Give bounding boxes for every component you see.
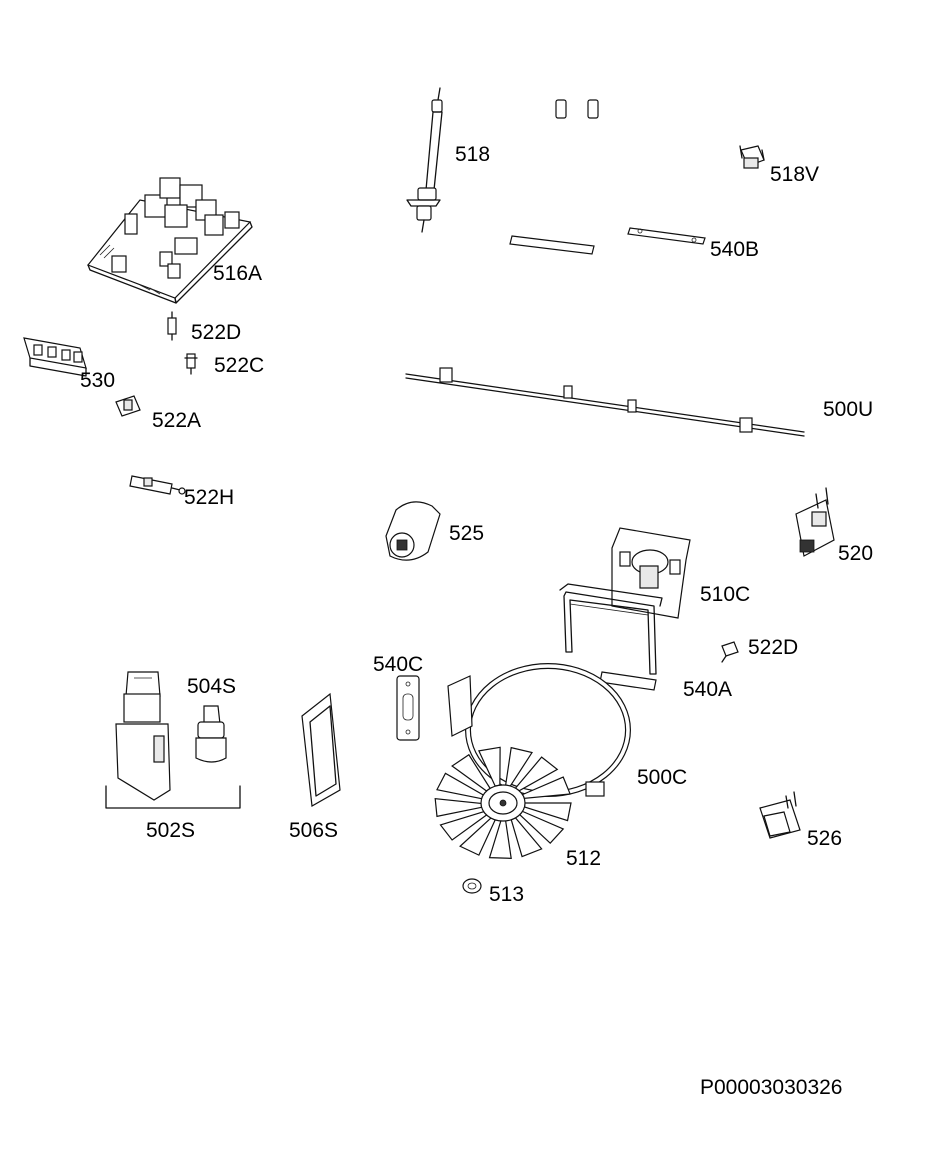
- part-525-cylinder-component: [385, 501, 441, 561]
- label-540B: 540B: [710, 238, 760, 261]
- part-502S-lamp-holder: [105, 671, 241, 809]
- fan-blade-vane: [488, 820, 512, 859]
- part-522D-connector-bottom: [721, 641, 739, 663]
- part-530-terminal-block: [23, 337, 87, 377]
- part-522C-connector: [184, 353, 198, 375]
- part-518V-thermostat: [739, 145, 765, 169]
- label-512: 512: [566, 847, 602, 870]
- label-500C: 500C: [637, 766, 688, 789]
- label-518V: 518V: [770, 163, 820, 186]
- part-526-component: [759, 791, 801, 839]
- fan-blade-vane: [434, 797, 483, 818]
- label-522A: 522A: [152, 409, 202, 432]
- label-540A: 540A: [683, 678, 733, 701]
- part-510C-fan-motor: [611, 527, 691, 619]
- label-522D-bottom: 522D: [748, 636, 799, 659]
- label-526: 526: [807, 827, 843, 850]
- part-522H-connector: [129, 475, 186, 495]
- drawing-number: P00003030326: [700, 1076, 843, 1099]
- part-513-nut: [462, 878, 482, 894]
- part-540B-bracket: [627, 227, 706, 245]
- label-506S: 506S: [289, 819, 339, 842]
- part-504S-lamp-bulb: [195, 705, 227, 763]
- label-504S: 504S: [187, 675, 237, 698]
- label-516A: 516A: [213, 262, 263, 285]
- label-502S: 502S: [146, 819, 196, 842]
- label-510C: 510C: [700, 583, 751, 606]
- part-518-sensor-probe: [406, 87, 443, 233]
- part-506S-lamp-cover: [301, 692, 341, 807]
- label-522C: 522C: [214, 354, 265, 377]
- part-500U-top-heating-element: [388, 99, 841, 476]
- label-525: 525: [449, 522, 485, 545]
- label-518: 518: [455, 143, 491, 166]
- label-522H: 522H: [184, 486, 235, 509]
- part-520-switch: [795, 487, 835, 557]
- part-540C-plate: [396, 675, 420, 741]
- label-513: 513: [489, 883, 525, 906]
- part-522D-connector-top: [167, 311, 177, 341]
- part-522A-connector: [115, 395, 141, 417]
- label-530: 530: [80, 369, 116, 392]
- label-540C: 540C: [373, 653, 424, 676]
- fan-center: [499, 799, 507, 807]
- label-522D-top: 522D: [191, 321, 242, 344]
- label-500U: 500U: [823, 398, 874, 421]
- part-512-fan-blade: [434, 746, 572, 859]
- part-516A-control-board: [87, 177, 253, 304]
- label-520: 520: [838, 542, 874, 565]
